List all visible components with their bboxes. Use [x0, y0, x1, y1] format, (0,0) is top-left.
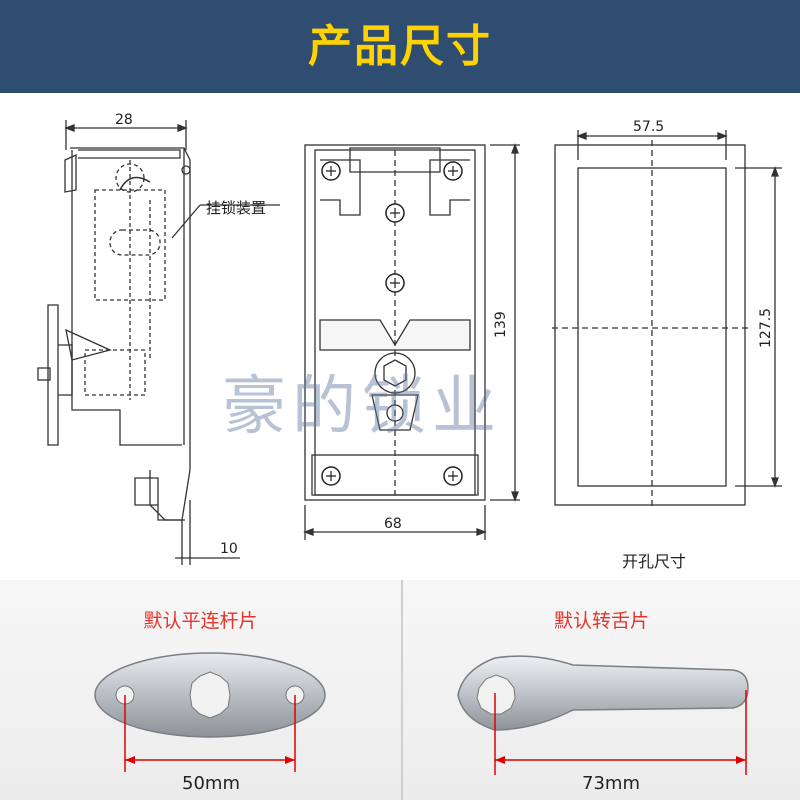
- page-title: 产品尺寸: [308, 21, 492, 72]
- hang-lock-label: 挂锁装置: [206, 199, 267, 217]
- turn-tongue-measure: 73mm: [582, 773, 640, 794]
- accessory-photos: 默认平连杆片 50mm 默认转舌片: [0, 580, 800, 800]
- dim-front-width: 68: [384, 516, 402, 532]
- header-banner: 产品尺寸: [0, 0, 800, 93]
- front-view: [303, 143, 520, 540]
- dim-front-height: 139: [493, 311, 509, 338]
- dim-side-offset: 10: [220, 541, 238, 557]
- dim-cutout-width: 57.5: [633, 119, 664, 135]
- dim-side-width: 28: [115, 112, 133, 128]
- turn-tongue-caption: 默认转舌片: [553, 610, 649, 632]
- side-view: [37, 120, 280, 565]
- technical-drawing: 28 10 139 68: [37, 112, 782, 565]
- watermark: 豪的锁业: [222, 370, 502, 444]
- dim-cutout-height: 127.5: [758, 308, 774, 348]
- cutout-view: [552, 130, 782, 510]
- panel-turn-tongue: 默认转舌片 73mm: [403, 580, 800, 800]
- flat-link-plate-image: [94, 652, 326, 772]
- panel-flat-link: 默认平连杆片 50mm: [0, 580, 403, 800]
- cutout-size-label: 开孔尺寸: [622, 552, 687, 571]
- flat-link-caption: 默认平连杆片: [143, 610, 258, 632]
- turn-tongue-plate-image: [457, 655, 749, 775]
- flat-link-measure: 50mm: [182, 773, 240, 794]
